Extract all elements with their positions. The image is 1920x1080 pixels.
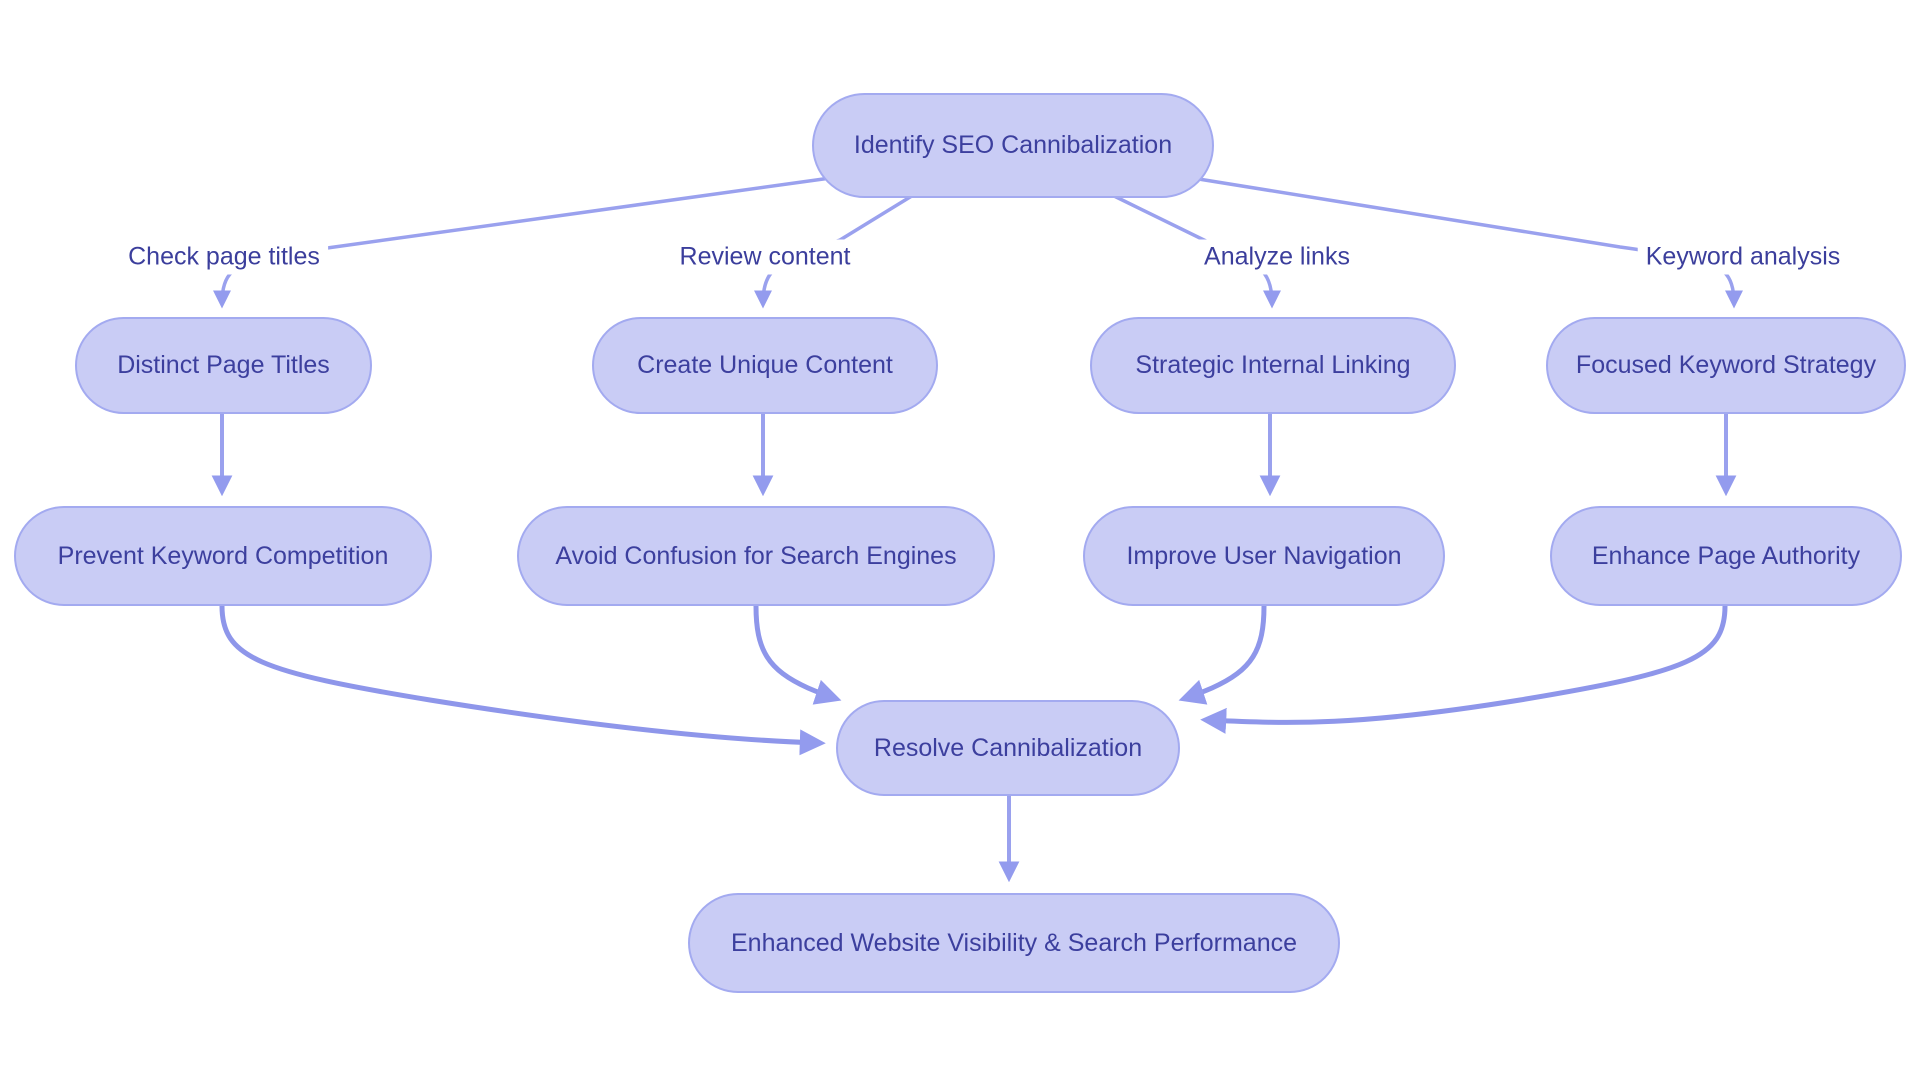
node-identify-seo-cannibalization: Identify SEO Cannibalization [812, 93, 1214, 198]
node-strategic-internal-linking: Strategic Internal Linking [1090, 317, 1456, 414]
edge-label-review-content: Review content [671, 239, 859, 275]
edge-label-analyze-links: Analyze links [1196, 239, 1358, 275]
node-prevent-keyword-competition: Prevent Keyword Competition [14, 506, 432, 606]
node-create-unique-content: Create Unique Content [592, 317, 938, 414]
node-improve-user-navigation: Improve User Navigation [1083, 506, 1445, 606]
edge-improve-resolve [1178, 605, 1267, 705]
node-avoid-confusion-search-engines: Avoid Confusion for Search Engines [517, 506, 995, 606]
edge-enhance-resolve [1200, 605, 1728, 734]
node-distinct-page-titles: Distinct Page Titles [75, 317, 372, 414]
edge-avoid-resolve [753, 605, 842, 705]
node-resolve-cannibalization: Resolve Cannibalization [836, 700, 1180, 796]
node-enhanced-website-visibility: Enhanced Website Visibility & Search Per… [688, 893, 1340, 993]
node-enhance-page-authority: Enhance Page Authority [1550, 506, 1902, 606]
edge-prevent-resolve [219, 605, 826, 756]
edge-label-keyword-analysis: Keyword analysis [1637, 239, 1849, 275]
edge-label-check-page-titles: Check page titles [120, 239, 328, 275]
node-focused-keyword-strategy: Focused Keyword Strategy [1546, 317, 1906, 414]
